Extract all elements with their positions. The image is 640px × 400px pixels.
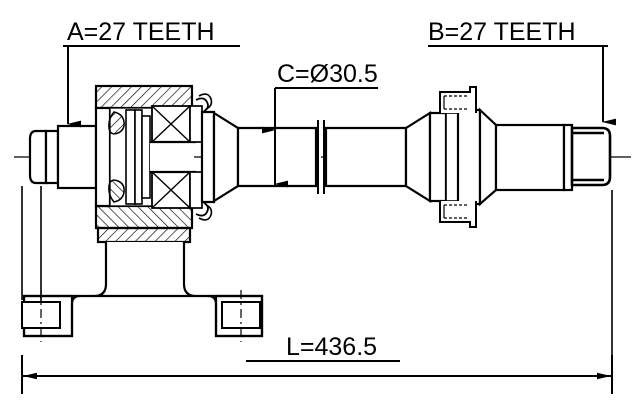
bearing-housing	[94, 84, 213, 230]
bearing-races	[125, 109, 151, 205]
seal-lip-group	[108, 111, 125, 203]
boot-clamp-flange	[404, 86, 482, 228]
dimension-leader-a	[63, 45, 240, 128]
label-c-diameter: C=Ø30.5	[277, 60, 378, 88]
main-shaft-bar	[236, 126, 408, 188]
dimension-line-l	[21, 355, 613, 394]
label-a-spline: A=27 TEETH	[67, 18, 215, 46]
right-spline-end	[570, 126, 612, 187]
right-shaft-section	[478, 107, 574, 207]
housing-shell-top	[94, 84, 194, 110]
shaft-through-bearing	[150, 140, 196, 174]
label-b-spline: B=27 TEETH	[428, 18, 576, 46]
clamp-ear-bottom	[439, 201, 477, 228]
shaft-taper-left	[200, 110, 240, 204]
dimension-leader-c	[262, 87, 378, 188]
extension-lines	[21, 186, 613, 360]
dimension-leader-b	[428, 45, 616, 126]
left-spline-end	[28, 124, 98, 190]
label-overall-length: L=436.5	[286, 333, 377, 361]
housing-shell-bottom	[94, 204, 194, 230]
clamp-ear-top	[439, 86, 477, 113]
break-line	[317, 120, 325, 194]
